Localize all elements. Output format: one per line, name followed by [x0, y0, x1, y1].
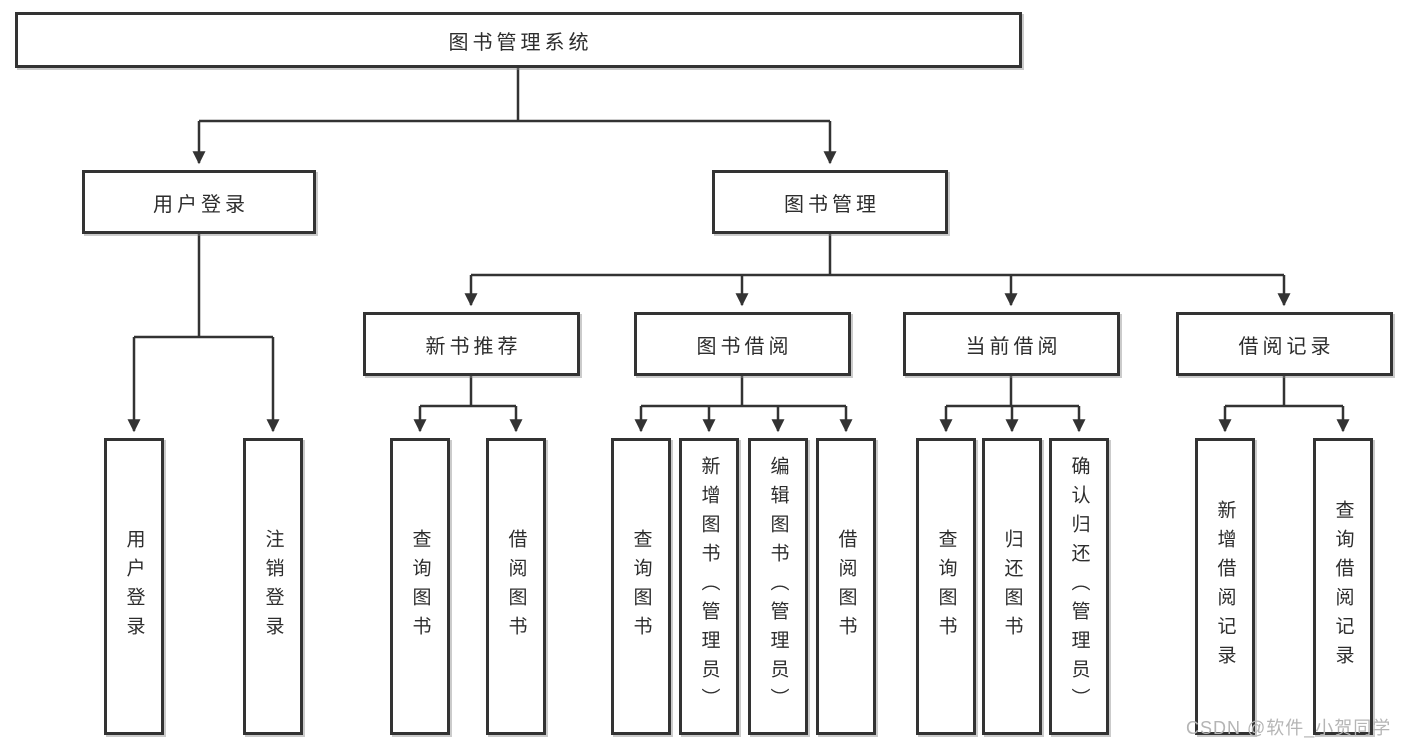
leaf-user-login: 用户登录	[104, 438, 164, 735]
leaf-query-borrow-record: 查询借阅记录	[1313, 438, 1373, 735]
leaf-label: 查询图书	[409, 528, 431, 645]
leaf-label: 新增图书（管理员）	[698, 456, 720, 717]
leaf-borrow-books: 借阅图书	[816, 438, 876, 735]
leaf-label: 编辑图书（管理员）	[767, 456, 789, 717]
leaf-add-borrow-record: 新增借阅记录	[1195, 438, 1255, 735]
leaf-confirm-return-admin: 确认归还（管理员）	[1049, 438, 1109, 735]
leaf-label: 查询图书	[935, 528, 957, 645]
leaf-label: 查询借阅记录	[1332, 499, 1354, 674]
leaf-return-books: 归还图书	[982, 438, 1042, 735]
leaf-query-books: 查询图书	[611, 438, 671, 735]
leaf-label: 确认归还（管理员）	[1068, 456, 1090, 717]
leaf-label: 借阅图书	[505, 528, 527, 645]
node-current-borrowing: 当前借阅	[903, 312, 1120, 376]
csdn-watermark: CSDN @软件_小贺同学	[1186, 718, 1392, 738]
node-borrow-records: 借阅记录	[1176, 312, 1393, 376]
node-book-borrowing: 图书借阅	[634, 312, 851, 376]
leaf-borrow-books: 借阅图书	[486, 438, 546, 735]
leaf-label: 借阅图书	[835, 528, 857, 645]
node-book-management: 图书管理	[712, 170, 948, 234]
leaf-query-books: 查询图书	[390, 438, 450, 735]
leaf-label: 注销登录	[262, 528, 284, 645]
node-new-book-recommend: 新书推荐	[363, 312, 580, 376]
leaf-label: 归还图书	[1001, 528, 1023, 645]
leaf-edit-books-admin: 编辑图书（管理员）	[748, 438, 808, 735]
leaf-label: 查询图书	[630, 528, 652, 645]
root-node-library-system: 图书管理系统	[15, 12, 1022, 68]
leaf-label: 新增借阅记录	[1214, 499, 1236, 674]
node-user-login: 用户登录	[82, 170, 316, 234]
leaf-add-books-admin: 新增图书（管理员）	[679, 438, 739, 735]
leaf-label: 用户登录	[123, 528, 145, 645]
leaf-logout: 注销登录	[243, 438, 303, 735]
leaf-query-books: 查询图书	[916, 438, 976, 735]
